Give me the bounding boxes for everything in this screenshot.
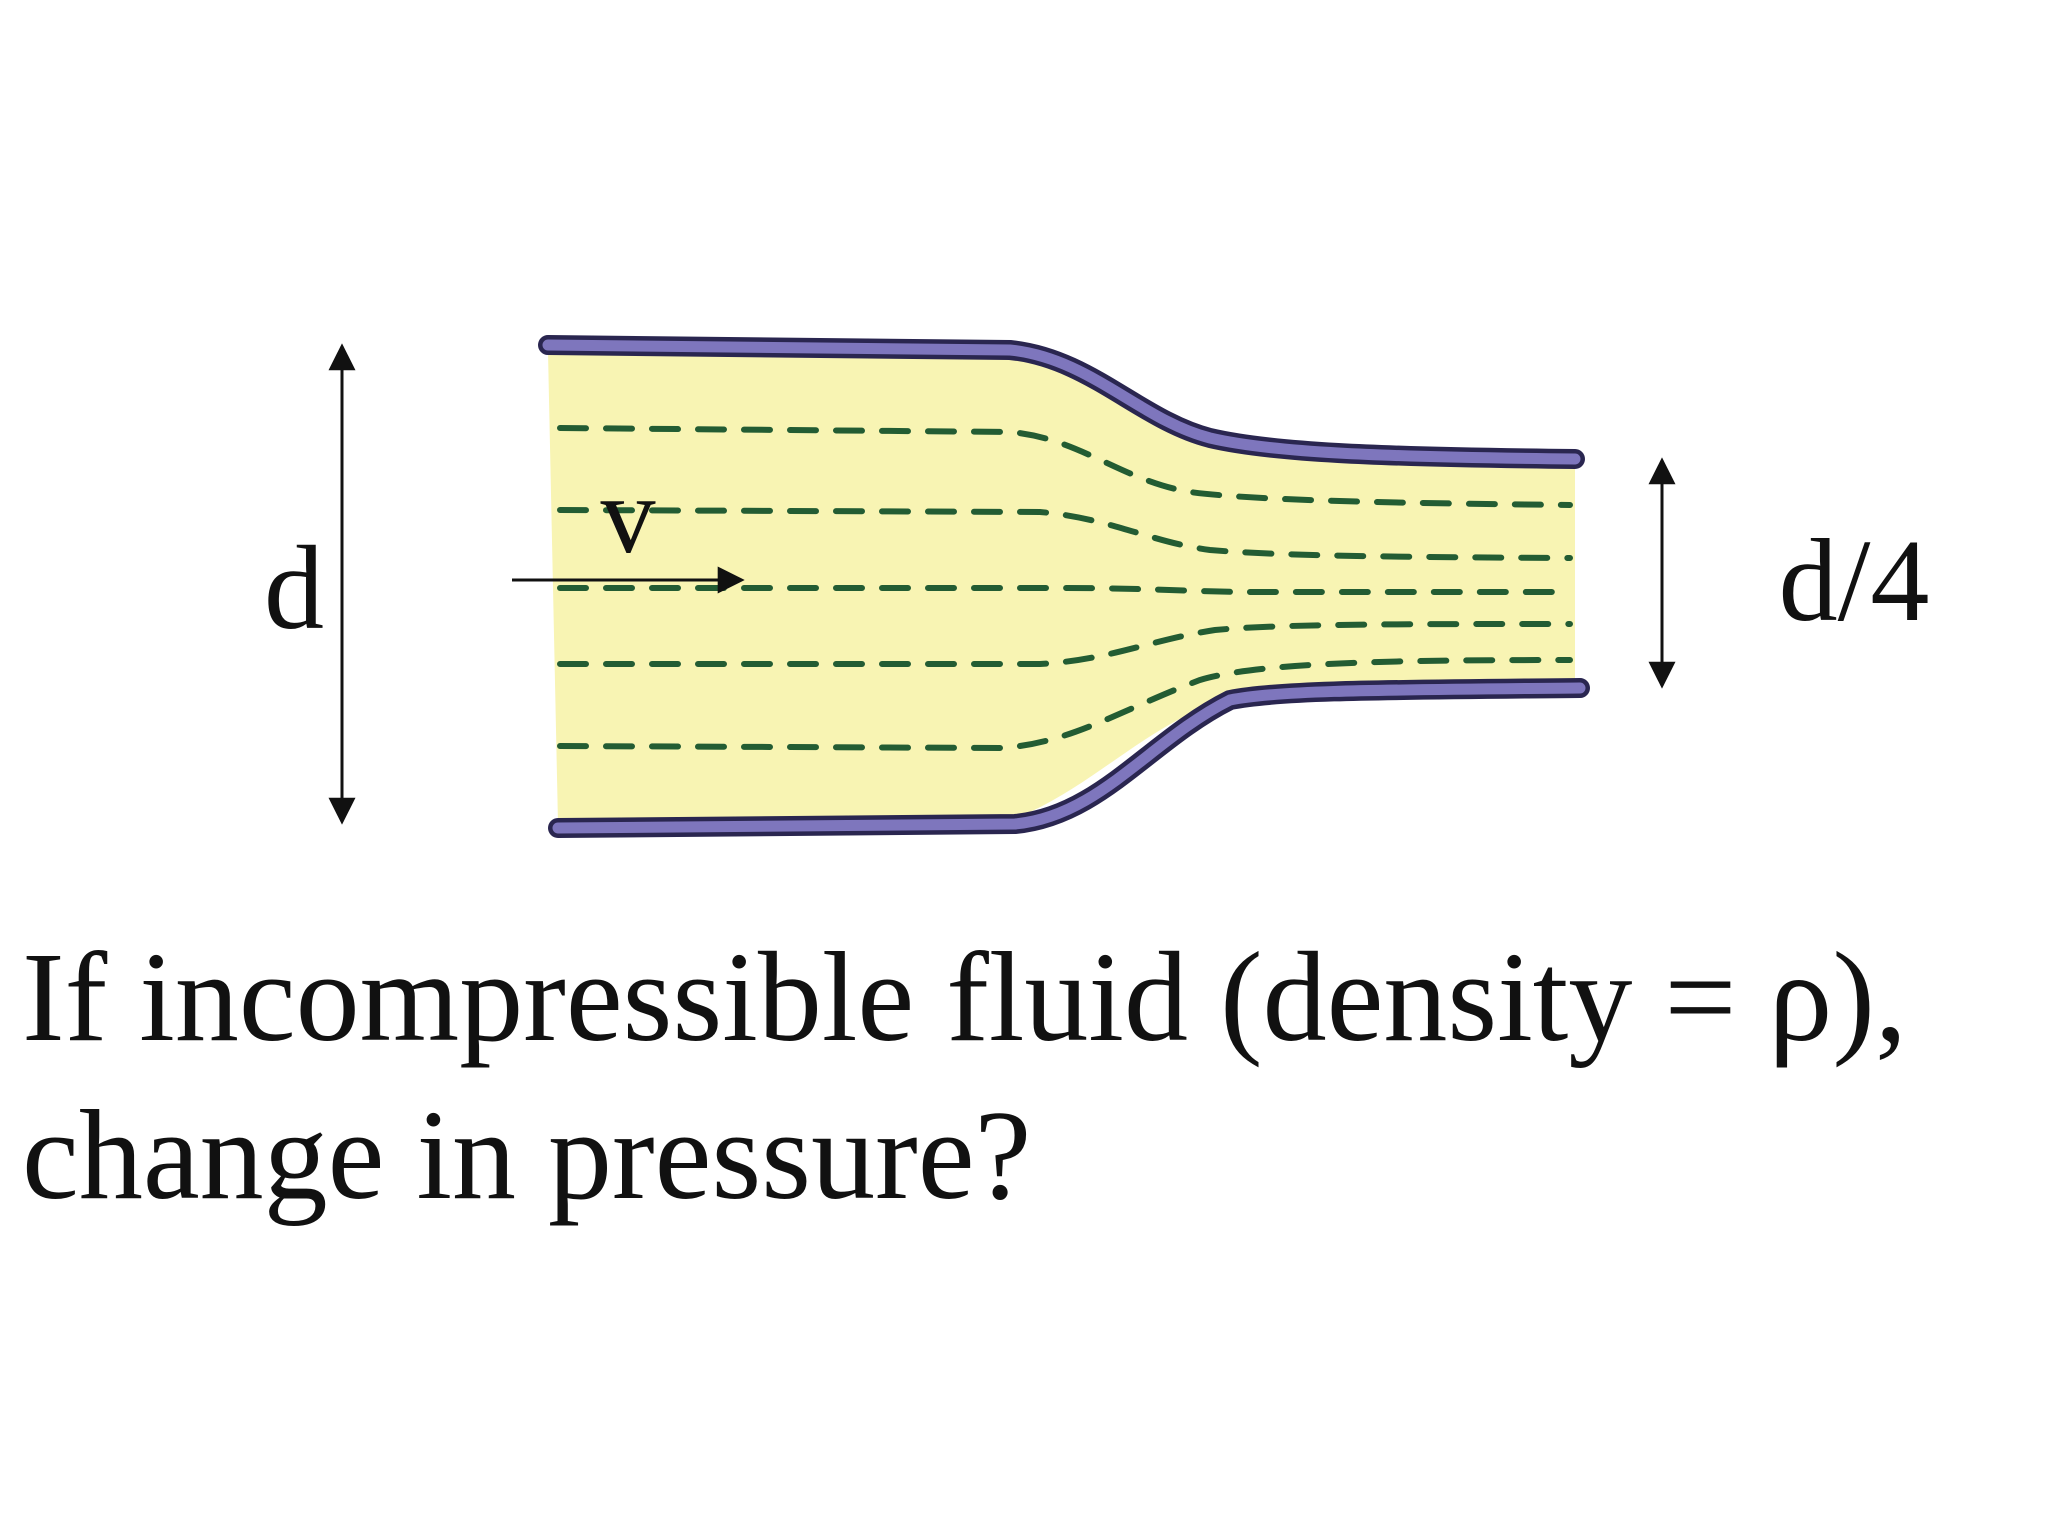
pipe-wall-bottom-fill: [552, 682, 1586, 834]
question-text: If incompressible fluid (density = ρ), c…: [22, 918, 1907, 1234]
pipe-wall-top-fill: [542, 339, 1581, 465]
streamline-2: [557, 507, 1573, 561]
streamline-5: [557, 657, 1573, 752]
streamline-1: [557, 425, 1573, 508]
streamlines: [557, 425, 1573, 752]
question-line-1: If incompressible fluid (density = ρ),: [22, 926, 1907, 1068]
inlet-diameter-label: d: [264, 521, 324, 654]
fluid-region: [548, 352, 1575, 824]
streamline-4: [557, 621, 1573, 667]
streamline-3: [557, 585, 1573, 596]
question-line-2: change in pressure?: [22, 1084, 1032, 1226]
velocity-label: v: [601, 454, 656, 576]
outlet-diameter-label: d/4: [1779, 515, 1930, 646]
